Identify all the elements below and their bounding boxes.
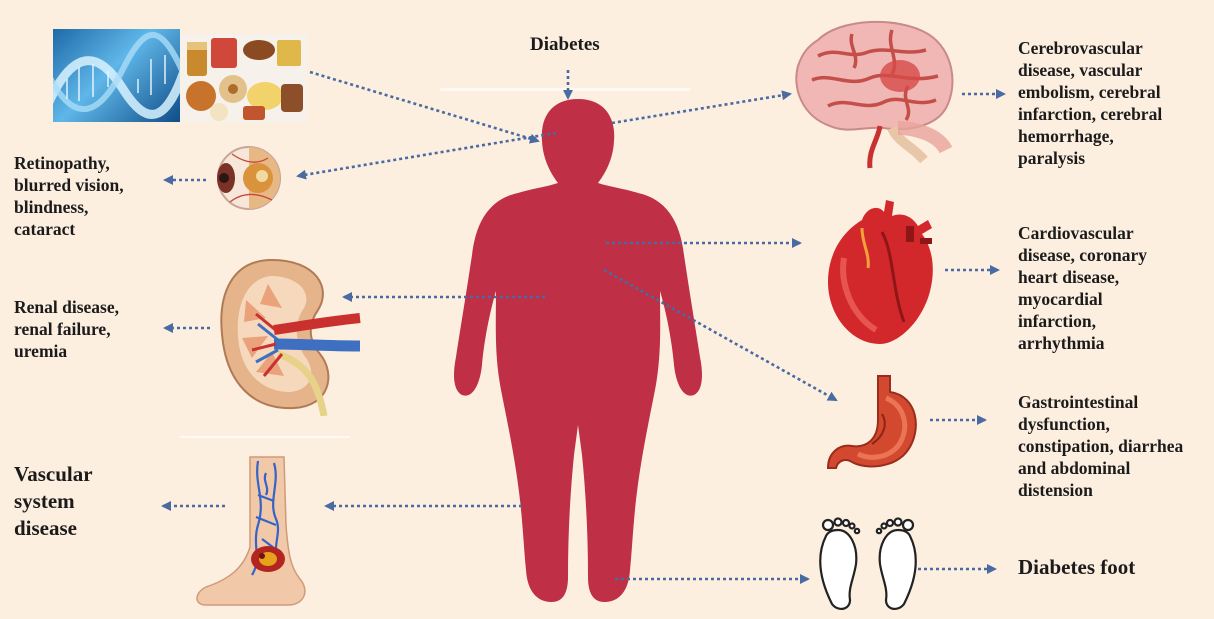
label-kidney-complications: Renal disease, renal failure, uremia xyxy=(14,296,119,362)
label-foot-complications: Diabetes foot xyxy=(1018,554,1135,581)
label-stomach-complications: Gastrointestinal dysfunction, constipati… xyxy=(1018,391,1183,501)
label-brain-complications: Cerebrovascular disease, vascular emboli… xyxy=(1018,37,1162,169)
arrow-body-to-brain xyxy=(612,94,790,123)
label-vascular-complications: Vascular system disease xyxy=(14,461,93,542)
arrow-body-to-eye xyxy=(298,133,556,176)
diagram-title: Diabetes xyxy=(530,34,600,56)
label-heart-complications: Cardiovascular disease, coronary heart d… xyxy=(1018,222,1147,354)
arrow-body-to-stomach xyxy=(604,270,836,400)
label-eye-complications: Retinopathy, blurred vision, blindness, … xyxy=(14,152,124,240)
arrow-food-to-body xyxy=(310,72,538,141)
